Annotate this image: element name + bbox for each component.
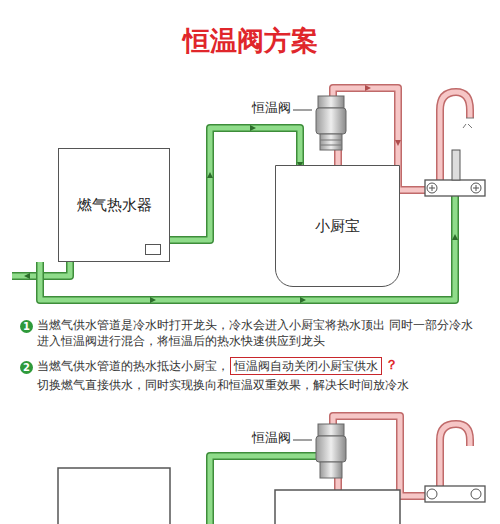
valve-label: 恒温阀 bbox=[250, 100, 293, 116]
appliance-name: 小厨宝 bbox=[315, 217, 360, 236]
valve-label: 恒温阀 bbox=[250, 430, 293, 446]
note-text: 切换燃气直接供水，同时实现换向和恒温双重效果，解决长时间放冷水 bbox=[37, 377, 409, 393]
note-text: 当燃气供水管道是冷水时打开龙头，冷水会进入小厨宝将热水顶出 同时一部分冷水进入恒… bbox=[37, 317, 477, 349]
appliance-box: 燃气热水器 bbox=[58, 148, 170, 262]
callout-number: 1 bbox=[20, 320, 33, 333]
appliance-box: 小厨宝 bbox=[275, 165, 400, 287]
question-mark: ？ bbox=[385, 357, 398, 373]
highlight-text: 恒温阀自动关闭小厨宝供水 bbox=[230, 357, 382, 375]
diagram-title: 恒温阀方案 bbox=[0, 24, 500, 58]
note-text: 当燃气供水管道的热水抵达小厨宝， bbox=[37, 358, 229, 374]
appliance-name: 燃气热水器 bbox=[77, 196, 152, 215]
callout-number: 2 bbox=[20, 361, 33, 374]
display-panel bbox=[145, 244, 161, 255]
